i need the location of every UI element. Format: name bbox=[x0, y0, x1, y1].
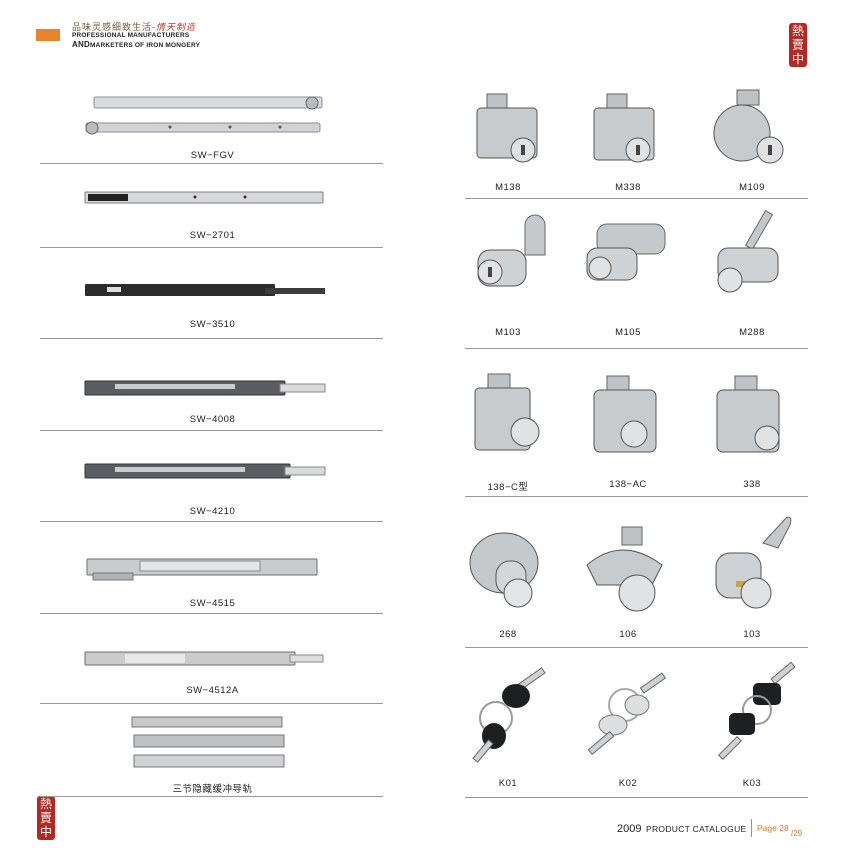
key-label-k03: K03 bbox=[742, 778, 762, 789]
slide-image-sw-4210 bbox=[84, 463, 326, 479]
lock-image-m105 bbox=[586, 223, 666, 281]
slide-image-sw-fgv bbox=[85, 96, 323, 135]
slide-label-sw-fgv: SW−FGV bbox=[190, 150, 235, 161]
hot-sale-seal-top: 熱賣中 bbox=[789, 23, 807, 67]
footer-page-number: Page 28 bbox=[757, 823, 789, 833]
lock-label-338: 338 bbox=[743, 479, 761, 490]
header-accent-block bbox=[36, 29, 60, 41]
slide-image-sw-4008 bbox=[84, 380, 326, 396]
divider bbox=[40, 338, 383, 339]
divider bbox=[40, 430, 383, 431]
key-image-k02 bbox=[587, 672, 667, 756]
lock-image-338 bbox=[716, 375, 780, 453]
lock-label-268: 268 bbox=[499, 629, 517, 640]
slide-label-sw-4512a: SW−4512A bbox=[186, 685, 239, 696]
lock-image-m138 bbox=[476, 93, 538, 163]
slide-label-sw-4515: SW−4515 bbox=[189, 598, 236, 609]
key-image-k01 bbox=[472, 667, 546, 763]
slide-label-sw-4008: SW−4008 bbox=[189, 414, 236, 425]
slide-label-sw-2701: SW−2701 bbox=[189, 230, 236, 241]
divider bbox=[40, 521, 383, 522]
divider bbox=[465, 647, 808, 648]
footer-separator bbox=[751, 819, 752, 837]
manufacturer-line-2: ANDMARKETERS OF IRON MONGERY bbox=[72, 40, 201, 49]
lock-label-m103: M103 bbox=[495, 327, 521, 338]
lock-label-138-c: 138−C型 bbox=[487, 482, 529, 493]
manufacturer-line-1: PROFESSIONAL MANUFACTURERS bbox=[72, 32, 190, 39]
lock-image-m288 bbox=[717, 209, 779, 293]
lock-label-m138: M138 bbox=[495, 182, 521, 193]
lock-image-103 bbox=[715, 516, 792, 609]
slide-image-hidden-slide bbox=[131, 716, 285, 768]
lock-label-103: 103 bbox=[743, 629, 761, 640]
lock-label-m105: M105 bbox=[615, 327, 641, 338]
lock-label-138-ac: 138−AC bbox=[609, 479, 647, 490]
divider bbox=[465, 496, 808, 497]
divider bbox=[40, 613, 383, 614]
header-tagline: 品味灵感细致生活-情天制造 bbox=[72, 22, 197, 33]
divider bbox=[465, 797, 808, 798]
slide-image-sw-3510 bbox=[85, 284, 325, 296]
slide-label-hidden-slide: 三节隐藏缓冲导轨 bbox=[172, 784, 253, 795]
divider bbox=[40, 796, 383, 797]
lock-image-138-ac bbox=[593, 375, 657, 453]
key-image-k03 bbox=[717, 661, 796, 761]
slide-image-sw-4512a bbox=[84, 651, 324, 666]
footer-page-number-2: /29 bbox=[791, 829, 803, 838]
lock-image-268 bbox=[469, 532, 539, 608]
lock-label-m288: M288 bbox=[739, 327, 765, 338]
lock-label-106: 106 bbox=[619, 629, 637, 640]
slide-image-sw-4515 bbox=[86, 558, 318, 581]
divider bbox=[40, 163, 383, 164]
hot-sale-seal-bottom: 熱賣中 bbox=[37, 796, 55, 840]
lock-image-138-c bbox=[474, 373, 540, 451]
slide-label-sw-3510: SW−3510 bbox=[189, 319, 236, 330]
lock-image-m103 bbox=[477, 214, 546, 287]
lock-label-m338: M338 bbox=[615, 182, 641, 193]
lock-image-106 bbox=[586, 526, 663, 612]
key-label-k01: K01 bbox=[498, 778, 518, 789]
divider bbox=[40, 703, 383, 704]
key-label-k02: K02 bbox=[618, 778, 638, 789]
divider bbox=[465, 348, 808, 349]
lock-label-m109: M109 bbox=[739, 182, 765, 193]
footer-catalogue-title: PRODUCT CATALOGUE bbox=[646, 824, 747, 834]
divider bbox=[465, 198, 808, 199]
slide-image-sw-2701 bbox=[84, 191, 324, 204]
lock-image-m109 bbox=[713, 89, 784, 164]
divider bbox=[40, 247, 383, 248]
slide-label-sw-4210: SW−4210 bbox=[189, 506, 236, 517]
footer-year: 2009 bbox=[617, 823, 642, 835]
lock-image-m338 bbox=[593, 93, 655, 163]
